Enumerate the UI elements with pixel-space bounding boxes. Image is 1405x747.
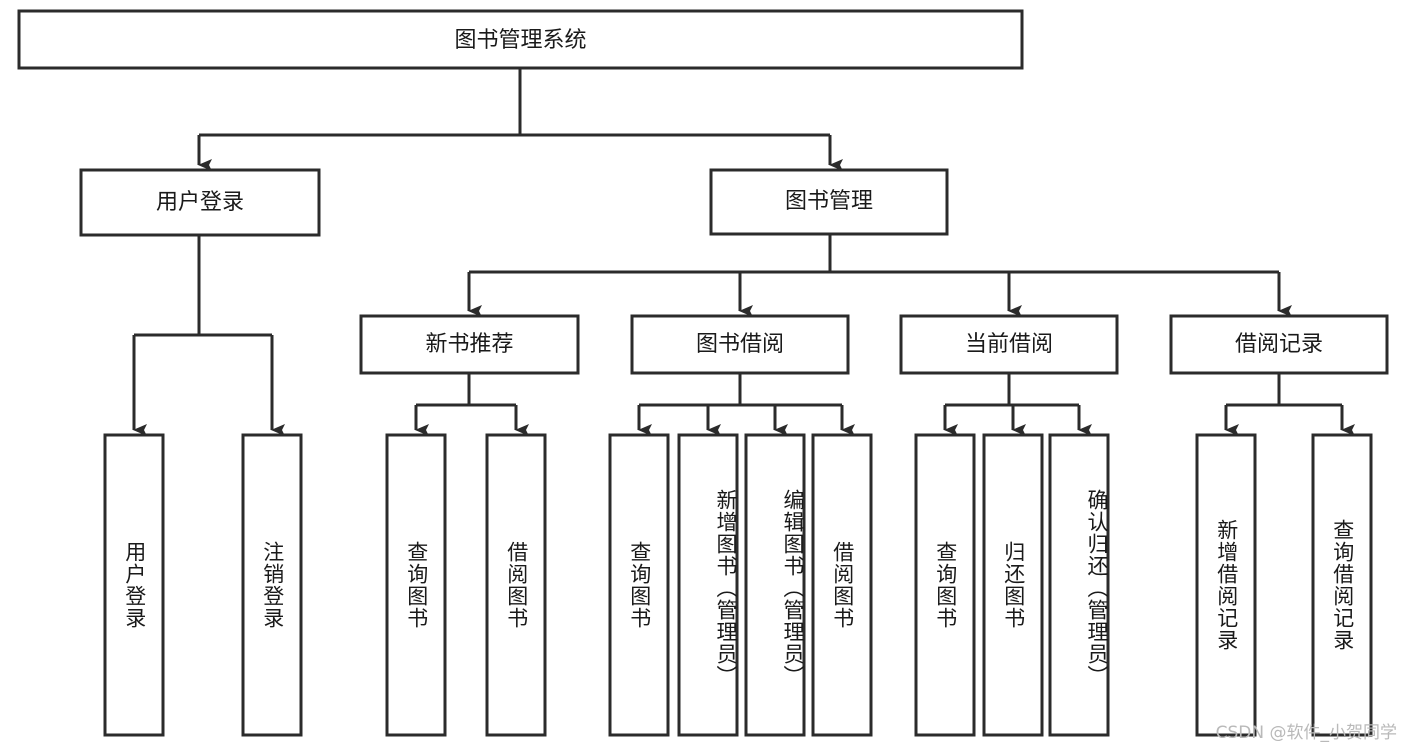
node-current-borrow-box[interactable] [899,314,1119,375]
leaf-box-add-borrow-record[interactable] [1195,433,1257,737]
node-user-login-label: 用户登录 [156,190,244,215]
node-borrow-records-box[interactable] [1169,314,1389,375]
leaf-box-edit-book-admin[interactable] [744,433,806,737]
node-book-borrow-box[interactable] [630,314,850,375]
csdn-watermark: CSDN @软件_小贺同学 [1215,723,1397,743]
leaf-box-return-book[interactable] [982,433,1044,737]
node-new-book-recommend-label: 新书推荐 [425,332,513,357]
node-book-borrow-label: 图书借阅 [696,332,784,357]
leaf-box-borrow-book[interactable] [811,433,873,737]
node-new-book-recommend[interactable]: 新书推荐 [359,314,580,375]
node-current-borrow-label: 当前借阅 [965,332,1053,357]
node-book-management[interactable]: 图书管理 [709,168,949,236]
leaf-box-user-login[interactable] [103,433,165,737]
node-current-borrow[interactable]: 当前借阅 [899,314,1119,375]
node-root-box[interactable] [17,9,1024,70]
node-book-borrow[interactable]: 图书借阅 [630,314,850,375]
node-user-login[interactable]: 用户登录 [79,168,321,237]
leaf-box-confirm-return-admin[interactable] [1048,433,1110,737]
leaf-box-add-book-admin[interactable] [677,433,739,737]
node-new-book-recommend-box[interactable] [359,314,580,375]
node-borrow-records-label: 借阅记录 [1235,332,1323,357]
leaf-box-query-book-current[interactable] [914,433,976,737]
node-root[interactable]: 图书管理系统 [17,9,1024,70]
leaf-box-logout[interactable] [241,433,303,737]
node-user-login-box[interactable] [79,168,321,237]
leaf-box-query-book-new[interactable] [385,433,447,737]
leaf-box-query-book-borrow[interactable] [608,433,670,737]
node-borrow-records[interactable]: 借阅记录 [1169,314,1389,375]
node-book-management-box[interactable] [709,168,949,236]
connector-group [132,68,1355,436]
leaf-box-query-borrow-record[interactable] [1311,433,1373,737]
leaf-box-borrow-book-new[interactable] [485,433,547,737]
node-book-management-label: 图书管理 [785,189,873,214]
leaf-box-group [103,433,1373,737]
node-root-label: 图书管理系统 [454,28,586,53]
